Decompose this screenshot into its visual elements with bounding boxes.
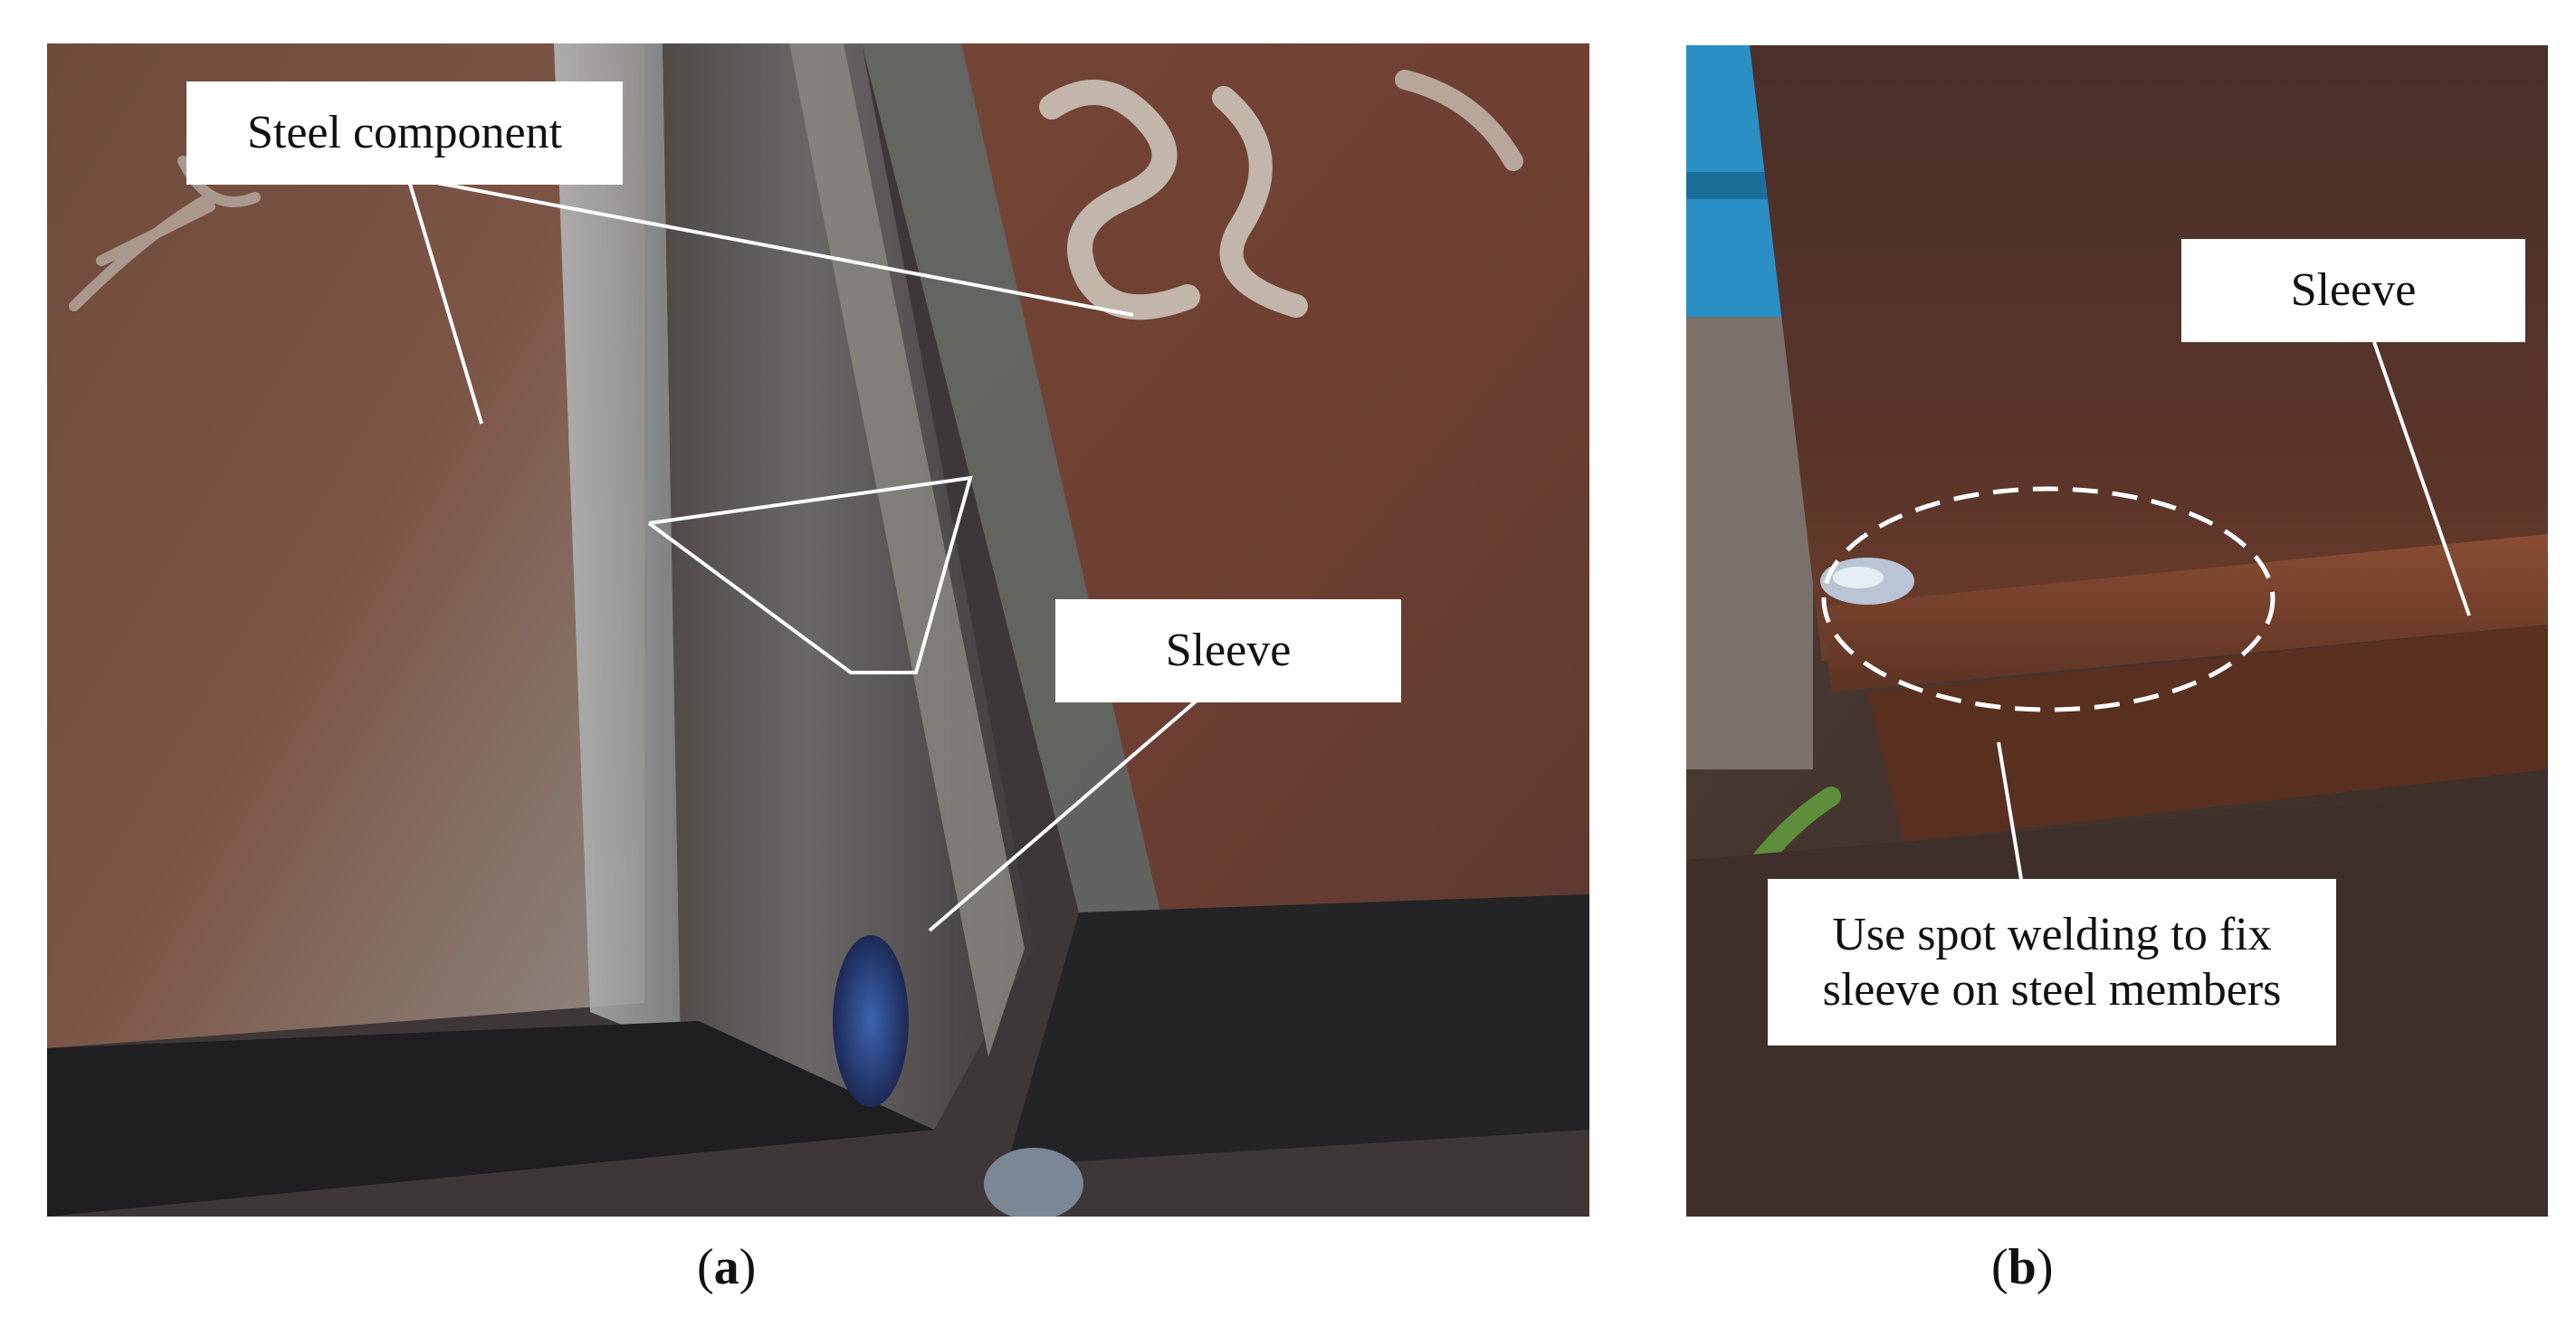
label-sleeve-b: Sleeve [2181, 239, 2525, 342]
caption-letter-b: b [2008, 1239, 2037, 1295]
leader-lines-b [1997, 341, 2471, 880]
label-sleeve-a: Sleeve [1055, 599, 1401, 702]
leader-lines-a [407, 179, 1198, 932]
photo-panel-b: Sleeve Use spot welding to fix sleeve on… [1686, 45, 2548, 1217]
caption-b: (b) [1991, 1239, 2054, 1295]
caption-letter-a: a [713, 1239, 739, 1295]
caption-a: (a) [697, 1239, 757, 1295]
weld-highlight-circle [1821, 486, 2275, 712]
label-spot-welding: Use spot welding to fix sleeve on steel … [1768, 879, 2336, 1045]
label-steel-component: Steel component [186, 81, 623, 185]
photo-panel-a: Steel component Sleeve [47, 43, 1589, 1217]
